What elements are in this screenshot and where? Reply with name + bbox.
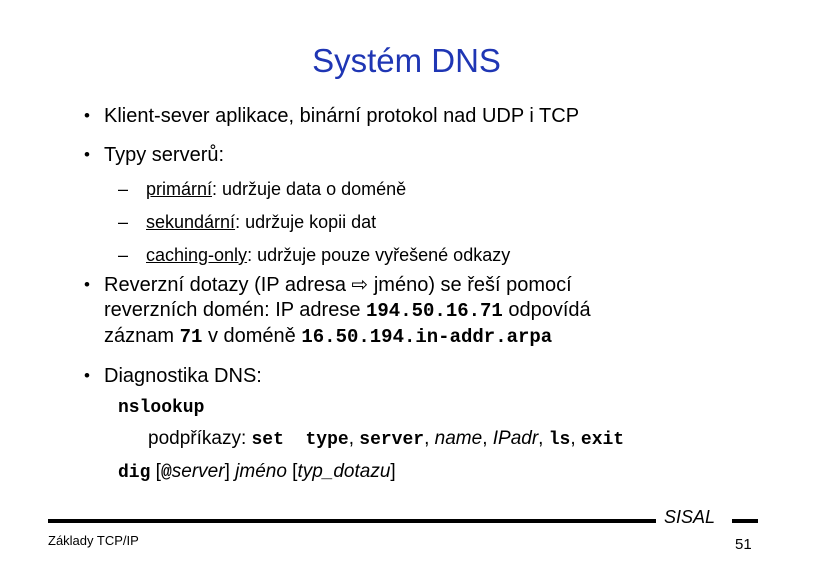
bracket: [: [150, 461, 161, 482]
cmd-server: server: [359, 430, 425, 450]
slide-body: • Klient-sever aplikace, binární protoko…: [0, 104, 813, 484]
bullet-diagnostika-text: Diagnostika DNS:: [104, 365, 262, 387]
bullet-reverzni-text: Reverzní dotazy (IP adresa ⇨ jméno) se ř…: [104, 273, 591, 350]
subcommands-line: podpříkazy: set type, server, name, IPad…: [118, 428, 813, 451]
page-number: 51: [735, 536, 752, 553]
reverzni-line-2: reverzních domén: IP adrese 194.50.16.71…: [104, 298, 591, 324]
arg-typ-dotazu: typ_dotazu: [297, 461, 391, 482]
slide-title: Systém DNS: [312, 42, 501, 79]
dig-command: dig: [118, 463, 151, 483]
bullet-icon: •: [84, 145, 90, 164]
bullet-reverzni: • Reverzní dotazy (IP adresa ⇨ jméno) se…: [0, 273, 813, 350]
at-sign: @: [160, 463, 172, 483]
bracket: ]: [390, 461, 396, 482]
bracket: [: [286, 461, 298, 482]
dash-icon: –: [118, 212, 129, 232]
cmd-exit: exit: [580, 430, 625, 450]
reverzni-l3b: v doméně: [202, 325, 302, 347]
footer-rule: [48, 519, 656, 523]
sisal-logo-text: SISAL: [664, 507, 716, 527]
cmd-ls: ls: [548, 430, 571, 450]
bullet-icon: •: [84, 106, 90, 125]
term-sekundarni: sekundární: [146, 212, 236, 232]
bullet-klient: • Klient-sever aplikace, binární protoko…: [0, 104, 813, 128]
record-code: 71: [179, 326, 203, 348]
sub-bullet-caching-text: caching-only: udržuje pouze vyřešené odk…: [146, 244, 510, 266]
separator: ,: [570, 428, 581, 449]
sub-bullet-sekundarni-rest: : udržuje kopii dat: [235, 212, 377, 232]
term-primarni: primární: [146, 179, 213, 199]
course-label: Základy TCP/IP: [48, 533, 139, 548]
arg-jmeno: jméno: [235, 461, 287, 482]
bullet-icon: •: [84, 366, 90, 385]
bullet-icon: •: [84, 275, 90, 294]
dig-line: dig [@server] jméno [typ_dotazu]: [118, 461, 813, 484]
bullet-klient-text: Klient-sever aplikace, binární protokol …: [104, 105, 580, 127]
term-caching: caching-only: [146, 245, 248, 265]
separator: ,: [482, 428, 493, 449]
sub-bullet-sekundarni-text: sekundární: udržuje kopii dat: [146, 211, 376, 233]
arg-name: name: [434, 428, 483, 449]
sub-bullet-primarni-rest: : udržuje data o doméně: [212, 179, 407, 199]
dash-icon: –: [118, 179, 129, 199]
sub-bullet-caching-rest: : udržuje pouze vyřešené odkazy: [247, 245, 511, 265]
reverzni-l1b: jméno) se řeší pomocí: [368, 274, 572, 296]
separator: ,: [424, 428, 435, 449]
cmd-set-type: set type: [251, 430, 349, 450]
arpa-domain-code: 16.50.194.in-addr.arpa: [301, 326, 553, 348]
bullet-typy: • Typy serverů:: [0, 143, 813, 167]
sub-bullet-sekundarni: – sekundární: udržuje kopii dat: [0, 211, 813, 233]
bracket: ]: [224, 461, 236, 482]
reverzni-l2a: reverzních domén: IP adrese: [104, 299, 366, 321]
subcommands-label: podpříkazy:: [148, 428, 252, 449]
nslookup-line: nslookup: [118, 396, 813, 419]
separator: ,: [538, 428, 549, 449]
bullet-diagnostika: • Diagnostika DNS:: [0, 364, 813, 388]
reverzni-l1a: Reverzní dotazy (IP adresa: [104, 274, 352, 296]
dash-icon: –: [118, 245, 129, 265]
reverzni-l3a: záznam: [104, 325, 180, 347]
diagnostics-block: nslookup podpříkazy: set type, server, n…: [0, 396, 813, 484]
ip-address-code: 194.50.16.71: [366, 300, 503, 322]
arrow-right-icon: ⇨: [351, 274, 369, 296]
bullet-typy-text: Typy serverů:: [104, 144, 225, 166]
reverzni-line-3: záznam 71 v doméně 16.50.194.in-addr.arp…: [104, 324, 591, 350]
nslookup-command: nslookup: [118, 398, 205, 418]
arg-server: server: [171, 461, 225, 482]
footer-rule-short: [732, 519, 758, 523]
arg-ipadr: IPadr: [492, 428, 539, 449]
reverzni-line-1: Reverzní dotazy (IP adresa ⇨ jméno) se ř…: [104, 273, 591, 298]
sub-bullet-primarni-text: primární: udržuje data o doméně: [146, 178, 406, 200]
sub-bullet-caching: – caching-only: udržuje pouze vyřešené o…: [0, 244, 813, 266]
separator: ,: [348, 428, 360, 449]
sub-bullet-primarni: – primární: udržuje data o doméně: [0, 178, 813, 200]
reverzni-l2b: odpovídá: [502, 299, 591, 321]
